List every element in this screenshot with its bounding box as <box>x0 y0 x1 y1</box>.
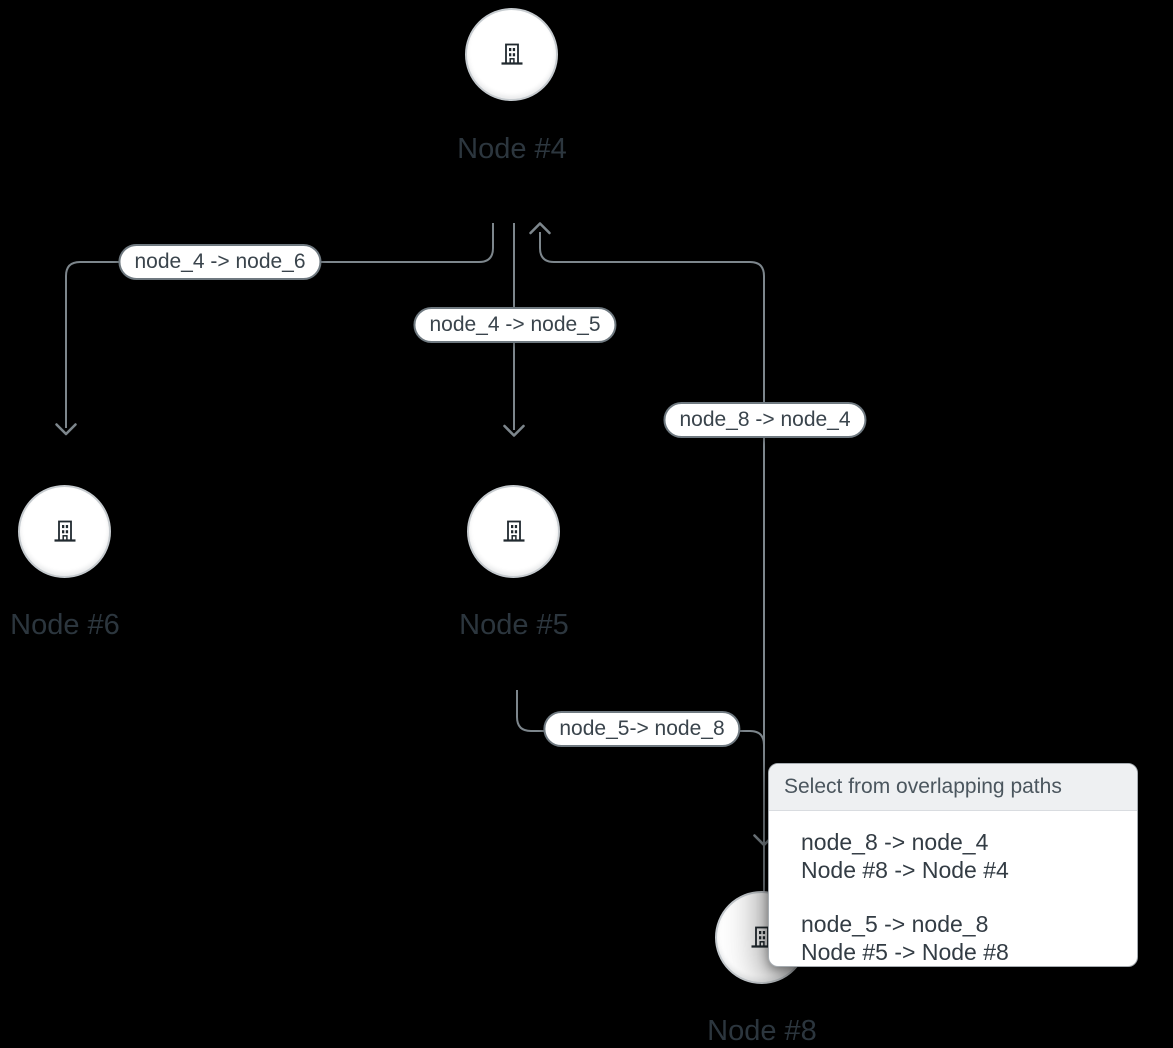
building-icon <box>49 516 81 548</box>
node-label-node6: Node #6 <box>10 609 120 641</box>
building-icon <box>496 39 528 71</box>
arrowhead-down-icon <box>503 424 525 437</box>
edge-node8-node4[interactable] <box>529 222 765 893</box>
node-label-node5: Node #5 <box>459 609 569 641</box>
node-label-node4: Node #4 <box>457 133 567 165</box>
arrowhead-down-icon <box>55 423 77 436</box>
popup-option-edge-id: node_8 -> node_4 <box>801 829 989 855</box>
edge-pill-node5-node8[interactable]: node_5-> node_8 <box>543 711 741 747</box>
popup-option-list: node_8 -> node_4 Node #8 -> Node #4 node… <box>769 811 1137 966</box>
building-icon <box>498 516 530 548</box>
popup-option-node8-node4[interactable]: node_8 -> node_4 Node #8 -> Node #4 <box>801 828 1121 884</box>
edge-pill-node4-node6[interactable]: node_4 -> node_6 <box>118 244 322 280</box>
popup-option-edge-name: Node #5 -> Node #8 <box>801 939 1009 965</box>
overlapping-paths-popup: Select from overlapping paths node_8 -> … <box>768 763 1138 967</box>
popup-option-node5-node8[interactable]: node_5 -> node_8 Node #5 -> Node #8 <box>801 910 1121 966</box>
node-label-node8: Node #8 <box>707 1015 817 1047</box>
edge-pill-node4-node5[interactable]: node_4 -> node_5 <box>413 307 617 343</box>
node-node4[interactable] <box>465 8 558 101</box>
edge-pill-node8-node4[interactable]: node_8 -> node_4 <box>663 402 867 438</box>
popup-option-edge-name: Node #8 -> Node #4 <box>801 857 1009 883</box>
node-node5[interactable] <box>467 485 560 578</box>
node-node6[interactable] <box>18 485 111 578</box>
arrowhead-up-icon <box>529 222 551 235</box>
popup-option-edge-id: node_5 -> node_8 <box>801 911 989 937</box>
popup-title: Select from overlapping paths <box>769 764 1137 811</box>
